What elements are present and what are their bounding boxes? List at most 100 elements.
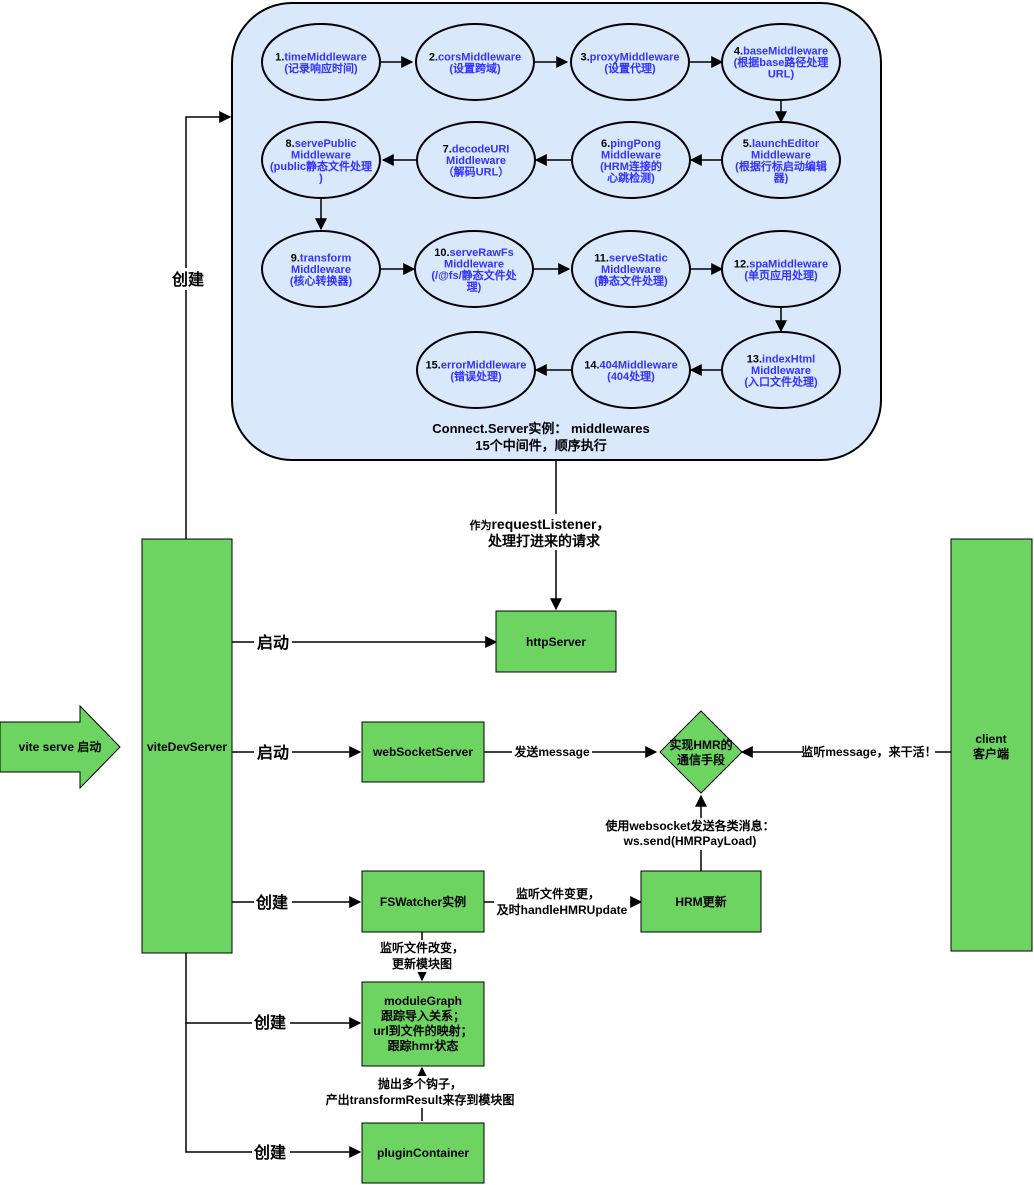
middleware-name: 1.timeMiddleware	[275, 51, 367, 63]
fs-watcher-node	[361, 870, 485, 933]
middleware-name: Middleware	[751, 365, 811, 377]
middleware-description: (public静态文件处理	[270, 159, 372, 173]
middleware-12: 12.spaMiddleware(单页应用处理)	[721, 230, 841, 308]
middleware-flow-arrows	[315, 56, 787, 376]
connect-server-caption-2: 15个中间件，顺序执行	[475, 438, 606, 453]
middleware-description: (根据行标启动编辑	[735, 159, 827, 173]
client-node	[950, 538, 1033, 952]
vite-serve-start-arrow	[0, 704, 121, 790]
middleware-description: (/@fs/静态文件处	[431, 268, 517, 282]
middleware-description: （解码URL）	[443, 165, 510, 179]
label-send-message: 发送message	[513, 744, 590, 759]
label-listen-message: 监听message，来干活！	[801, 744, 936, 759]
client-label-2: 客户端	[972, 746, 1009, 761]
module-graph-label-2: 跟踪导入关系；	[381, 1008, 465, 1023]
hrm-update-label: HRM更新	[675, 894, 726, 909]
edge-create-plugin	[185, 1023, 362, 1158]
label-create-plugin: 创建	[253, 1143, 286, 1162]
label-hooks-1: 抛出多个钩子，	[378, 1076, 462, 1091]
plugin-container-label: pluginContainer	[377, 1146, 469, 1160]
middleware-3: 3.proxyMiddleware(设置代理)	[570, 23, 690, 101]
label-watch-change-2: 及时handleHMRUpdate	[497, 902, 628, 917]
middleware-description: (核心转换器)	[290, 274, 353, 288]
middleware-name: 12.spaMiddleware	[734, 258, 828, 270]
label-hooks-2: 产出transformResult来存到模块图	[326, 1092, 515, 1107]
vite-serve-label: vite serve 启动	[19, 739, 102, 754]
module-graph-node	[361, 981, 485, 1067]
middleware-group: 1.timeMiddleware(记录响应时间) 2.corsMiddleware…	[261, 23, 841, 409]
label-create-connect: 创建	[171, 270, 204, 289]
middleware-name: 14.404Middleware	[584, 359, 678, 371]
http-server-label: httpServer	[526, 635, 586, 649]
middleware-name: 6.pingPong	[601, 138, 661, 150]
middleware-name: 11.serveStatic	[594, 253, 667, 265]
label-ws-send-2: ws.send(HMRPayLoad)	[623, 834, 757, 848]
middleware-name: 13.indexHtml	[747, 354, 815, 366]
hmr-channel-label-1: 实现HMR的	[669, 737, 732, 752]
middleware-name: 5.launchEditor	[743, 138, 820, 150]
hmr-channel-node	[659, 710, 743, 794]
middleware-name: 4.baseMiddleware	[734, 46, 828, 58]
vite-dev-server-node	[141, 538, 233, 954]
middleware-name: 9.transform	[291, 253, 352, 265]
websocket-server-node	[361, 721, 485, 783]
fs-watcher-label: FSWatcher实例	[380, 894, 466, 909]
middleware-description: (设置跨域)	[449, 61, 501, 75]
http-server-node	[495, 610, 617, 673]
module-graph-label-4: 跟踪hmr状态	[388, 1038, 459, 1053]
middleware-description: (入口文件处理)	[744, 375, 818, 389]
middleware-description: (静态文件处理)	[594, 274, 668, 288]
middleware-description: URL)	[768, 69, 795, 81]
middleware-description: (404处理)	[607, 369, 655, 383]
module-graph-label-1: moduleGraph	[384, 994, 462, 1008]
connect-server-caption-1: Connect.Server实例： middlewares	[432, 421, 649, 436]
middleware-description: (记录响应时间)	[284, 61, 358, 75]
label-create-fs: 创建	[255, 893, 288, 912]
middleware-15: 15.errorMiddleware(错误处理)	[416, 331, 536, 409]
label-update-graph-1: 监听文件改变，	[380, 940, 464, 955]
label-watch-change-1: 监听文件变更，	[516, 886, 600, 901]
middleware-description: (单页应用处理)	[744, 268, 818, 282]
middleware-description: )	[319, 172, 323, 184]
hmr-channel-label-2: 通信手段	[677, 752, 726, 767]
middleware-name: Middleware	[601, 149, 661, 161]
label-ws-send-1: 使用websocket发送各类消息：	[604, 818, 774, 833]
label-update-graph-2: 更新模块图	[392, 956, 452, 971]
middleware-name: Middleware	[751, 149, 811, 161]
middleware-description: (根据base路径处理	[734, 55, 829, 69]
websocket-server-label: webSocketServer	[372, 745, 473, 759]
middleware-description: (设置代理)	[604, 61, 656, 75]
hrm-update-node	[640, 870, 762, 933]
middleware-description: (HRM连接的	[600, 159, 662, 173]
connect-server-container	[231, 2, 882, 461]
plugin-container-node	[361, 1122, 485, 1184]
middleware-2: 2.corsMiddleware(设置跨域)	[415, 23, 535, 101]
middleware-name: 10.serveRawFs	[434, 247, 514, 259]
middleware-name: Middleware	[291, 264, 351, 276]
label-request-listener-2: 处理打进来的请求	[487, 533, 601, 549]
label-start-ws: 启动	[257, 743, 289, 762]
middleware-1: 1.timeMiddleware(记录响应时间)	[261, 23, 381, 101]
label-create-module-graph: 创建	[253, 1013, 286, 1032]
label-start-http: 启动	[257, 633, 289, 652]
middleware-ellipse	[261, 230, 381, 308]
middleware-description: (错误处理)	[450, 369, 502, 383]
middleware-description: 心跳检测)	[607, 170, 655, 184]
vite-dev-server-label: viteDevServer	[147, 740, 227, 754]
edge-create-connect	[185, 111, 232, 539]
middleware-description: 理)	[467, 280, 482, 293]
middleware-name: 2.corsMiddleware	[429, 51, 521, 63]
middleware-name: 8.servePublic	[286, 138, 357, 150]
middleware-description: 器)	[773, 171, 789, 184]
middleware-name: Middleware	[291, 149, 351, 161]
client-label-1: client	[975, 732, 1006, 746]
